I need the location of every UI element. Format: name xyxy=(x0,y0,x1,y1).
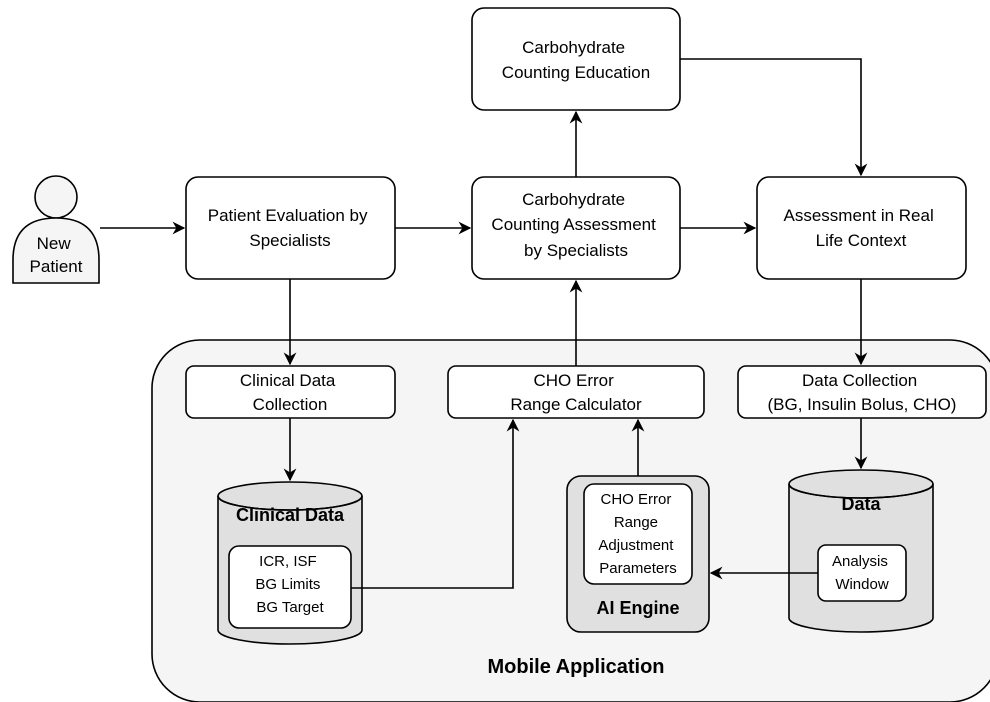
clinical-data-collection-label: Clinical Data xyxy=(240,371,336,390)
patient-evaluation-label: Patient Evaluation by xyxy=(208,206,368,225)
analysis-window-label: Analysis xyxy=(832,553,888,570)
edge-education-to-real-life xyxy=(680,58,868,177)
new-patient-label: Patient xyxy=(30,257,83,276)
patient-evaluation-box: Patient Evaluation by Specialists xyxy=(185,176,396,280)
data-database: Data Analysis Window xyxy=(788,469,934,633)
cho-counting-education-label: Carbohydrate xyxy=(522,38,625,57)
svg-text:Assessment in Real Life: Assessment in Real Life Context xyxy=(784,206,939,250)
edge-clinical-params-to-calculator xyxy=(351,418,520,589)
ai-params-label: Parameters xyxy=(599,560,677,577)
svg-text:Analysis Window: Analysis Window xyxy=(832,553,892,593)
clinical-data-collection-label: Collection xyxy=(253,395,328,414)
data-collection-box: Data Collection (BG, Insulin Bolus, CHO) xyxy=(737,365,987,419)
cho-error-range-calculator-label: CHO Error xyxy=(533,371,614,390)
ai-engine-box: CHO Error Range Adjustment Parameters AI… xyxy=(566,475,710,633)
ai-params-label: Range xyxy=(614,514,658,531)
cho-counting-assessment-box: Carbohydrate Counting Assessment by Spec… xyxy=(471,176,681,280)
data-collection-label: (BG, Insulin Bolus, CHO) xyxy=(768,395,957,414)
clinical-params-box xyxy=(228,545,352,629)
analysis-window-label: Window xyxy=(835,576,889,593)
data-collection-label: Data Collection xyxy=(802,371,917,390)
cho-error-range-calculator-box: CHO Error Range Calculator xyxy=(447,365,705,419)
svg-text:Carbohydrate Counting Ed: Carbohydrate Counting Education xyxy=(502,38,650,82)
assessment-real-life-label: Life Context xyxy=(816,231,907,250)
svg-text:Data Collection (BG, Ins: Data Collection (BG, Insulin Bolus, CHO) xyxy=(768,371,957,414)
mobile-application-label: Mobile Application xyxy=(487,656,664,678)
person-body-shape xyxy=(12,217,100,284)
cho-error-range-calculator-label: Range Calculator xyxy=(510,395,642,414)
ai-params-label: Adjustment xyxy=(598,537,674,554)
cho-counting-education-label: Counting Education xyxy=(502,63,650,82)
cho-counting-assessment-label: Counting Assessment xyxy=(491,215,656,234)
cho-counting-education-box: Carbohydrate Counting Education xyxy=(471,7,681,111)
svg-text:ICR, ISF BG Limits: ICR, ISF BG Limits BG Target xyxy=(255,553,324,616)
ai-params-box xyxy=(583,483,693,585)
cho-counting-assessment-label: by Specialists xyxy=(524,241,628,260)
new-patient-actor: New Patient xyxy=(12,175,100,284)
svg-text:CHO Error Range Ad: CHO Error Range Adjustment Parameters xyxy=(598,491,677,577)
patient-evaluation-label: Specialists xyxy=(249,231,330,250)
assessment-real-life-label: Assessment in Real xyxy=(784,206,934,225)
person-icon xyxy=(34,175,78,219)
new-patient-label: New xyxy=(37,234,72,253)
data-db-label: Data xyxy=(841,494,881,514)
clinical-data-collection-box: Clinical Data Collection xyxy=(185,365,396,419)
assessment-real-life-box: Assessment in Real Life Context xyxy=(756,176,967,280)
clinical-params-label: BG Target xyxy=(256,599,324,616)
ai-engine-label: AI Engine xyxy=(596,598,679,618)
svg-text:New Patient: New Patient xyxy=(30,234,83,276)
clinical-params-label: ICR, ISF xyxy=(259,553,317,570)
clinical-data-db-label: Clinical Data xyxy=(236,505,345,525)
svg-text:Patient Evaluation by Sp: Patient Evaluation by Specialists xyxy=(208,206,372,250)
clinical-data-database: Clinical Data ICR, ISF BG Limits BG Targ… xyxy=(217,481,363,645)
clinical-params-label: BG Limits xyxy=(255,576,320,593)
cho-counting-assessment-label: Carbohydrate xyxy=(522,190,625,209)
svg-text:CHO Error Range Calculat: CHO Error Range Calculator xyxy=(510,371,642,414)
svg-text:Clinical Data Collection: Clinical Data Collection xyxy=(240,371,340,414)
svg-text:Carbohydrate Counting As: Carbohydrate Counting Assessment by Spec… xyxy=(491,190,660,260)
ai-params-label: CHO Error xyxy=(600,491,671,508)
